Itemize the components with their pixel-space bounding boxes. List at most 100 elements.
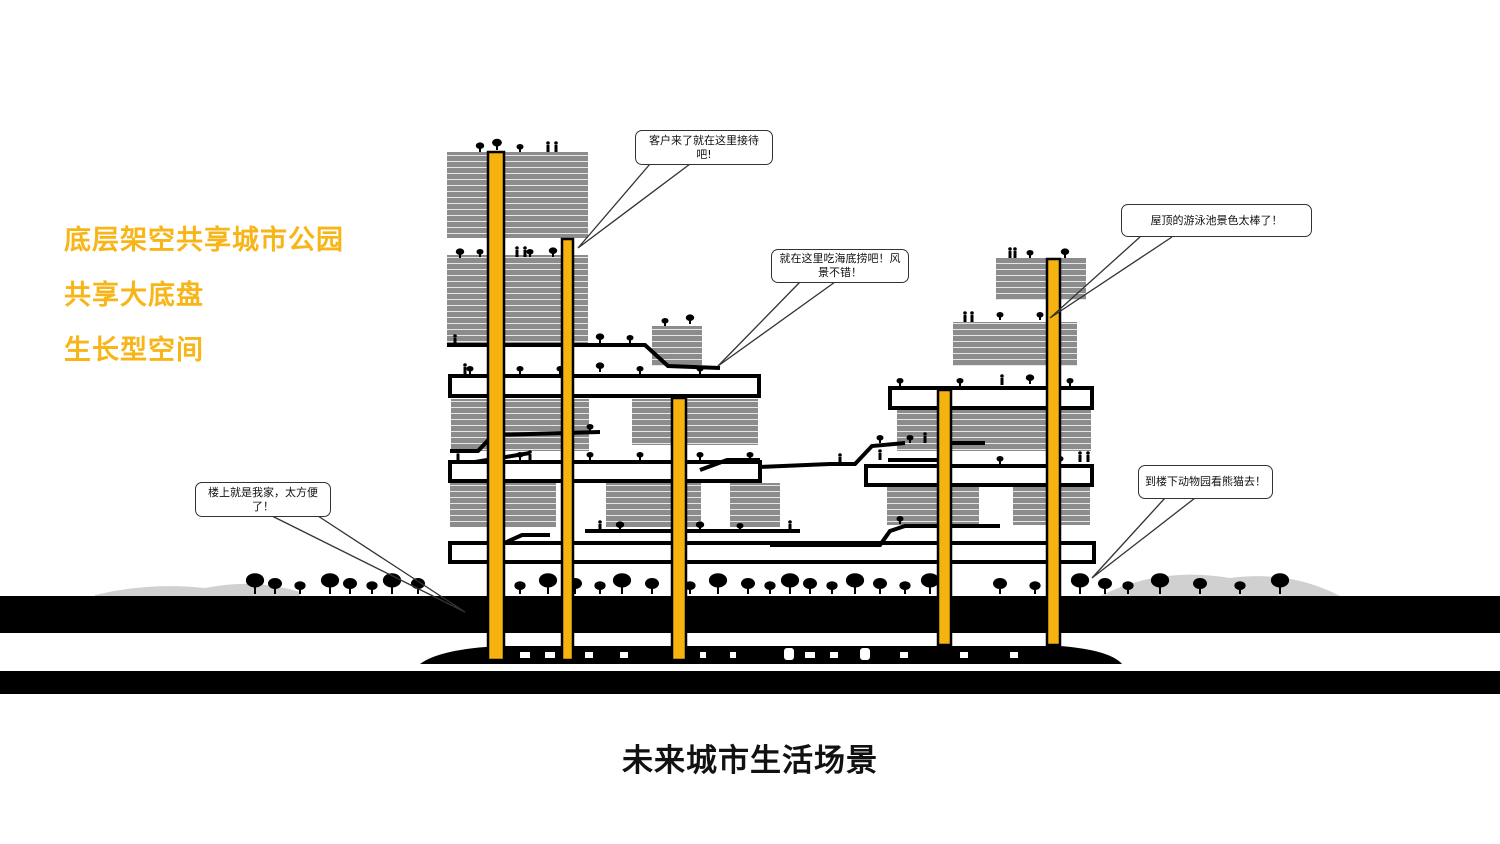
tree-icon [899, 581, 911, 594]
person-icon [878, 449, 882, 460]
tree-icon [1066, 378, 1074, 386]
people-silhouettes [453, 141, 1090, 531]
person-icon [554, 141, 558, 152]
tree-icon [1193, 578, 1207, 594]
person-icon [598, 520, 602, 531]
speech-bubble-pool: 屋顶的游泳池景色太棒了！ [1121, 204, 1312, 237]
person-icon [1086, 451, 1090, 462]
person-icon [1078, 451, 1082, 462]
person-icon [923, 432, 927, 443]
tree-icon [764, 581, 776, 594]
tree-icon [896, 378, 904, 386]
tree-icon [1270, 573, 1290, 594]
tree-icon [1029, 581, 1041, 594]
tree-icon [595, 333, 605, 343]
tree-icon [466, 366, 474, 374]
tree-icon [996, 456, 1004, 464]
tree-icon [661, 318, 669, 326]
tree-icon [920, 573, 940, 594]
tree-icon [366, 581, 378, 594]
tree-icon [612, 573, 632, 594]
tree-icon [636, 452, 644, 460]
tree-icon [876, 435, 884, 443]
tree-icon [896, 516, 904, 524]
tree-icon [492, 138, 502, 150]
tower-blocks [447, 152, 1091, 527]
tree-icon [455, 248, 465, 258]
tree-icon [685, 314, 695, 324]
tree-icon [526, 249, 534, 257]
tree-icon [538, 573, 558, 594]
headline-2: 共享大底盘 [64, 280, 204, 311]
tree-icon [780, 573, 800, 594]
person-icon [523, 246, 527, 257]
tree-icon [595, 362, 605, 372]
tree-icon [594, 581, 606, 594]
speech-bubble-home-text: 楼上就是我家，太方便了！ [208, 485, 318, 513]
tree-icon [645, 578, 659, 594]
tree-icon [343, 578, 357, 594]
tree-icon [514, 581, 526, 594]
tree-icon [1150, 573, 1170, 594]
tree-icon [516, 452, 524, 460]
person-icon [1000, 374, 1004, 385]
tree-icon [746, 452, 754, 460]
speech-bubble-reception: 客户来了就在这里接待吧! [635, 130, 773, 165]
diagram-caption: 未来城市生活场景 [622, 743, 878, 779]
tree-icon [906, 435, 914, 443]
tree-icon [845, 573, 865, 594]
tree-icon [803, 578, 817, 594]
person-icon [1008, 247, 1012, 258]
tree-icon [516, 366, 524, 374]
person-icon [528, 450, 532, 461]
tree-icon [1098, 578, 1112, 594]
tree-icon [382, 573, 402, 594]
tree-icon [475, 142, 485, 152]
tree-icon [956, 378, 964, 386]
tree-icon [826, 581, 838, 594]
tree-icon [1122, 581, 1134, 594]
tree-icon [993, 578, 1007, 594]
person-icon [456, 450, 460, 461]
tree-icon [615, 521, 625, 531]
tree-icon [708, 573, 728, 594]
person-icon [788, 520, 792, 531]
person-icon [453, 334, 457, 345]
headline-1: 底层架空共享城市公园 [64, 225, 344, 256]
tree-icon [548, 247, 558, 257]
tree-icon [741, 578, 755, 594]
person-icon [463, 363, 467, 374]
person-icon [838, 453, 842, 464]
tree-icon [1060, 248, 1070, 258]
tree-icon [636, 366, 644, 374]
tree-icon [1025, 374, 1035, 384]
tree-icon [1234, 581, 1246, 594]
person-icon [963, 311, 967, 322]
tree-icon [1026, 250, 1034, 258]
person-icon [546, 141, 550, 152]
speech-bubble-home: 楼上就是我家，太方便了！ [195, 482, 331, 517]
tree-icon [736, 523, 744, 531]
tree-icon [1036, 312, 1044, 320]
tree-icon [696, 452, 704, 460]
speech-bubble-zoo-text: 到楼下动物园看熊猫去！ [1145, 475, 1266, 488]
bubble-tails [271, 163, 1196, 613]
tree-icon [294, 581, 306, 594]
person-icon [970, 311, 974, 322]
tree-icon [695, 521, 705, 531]
tree-silhouettes [245, 138, 1290, 594]
tree-icon [586, 424, 594, 432]
tree-icon [696, 366, 704, 374]
structural-columns [486, 150, 1062, 662]
tree-icon [996, 312, 1004, 320]
tree-icon [1070, 573, 1090, 594]
tree-icon [268, 578, 282, 594]
person-icon [1013, 247, 1017, 258]
speech-bubble-zoo: 到楼下动物园看熊猫去！ [1138, 465, 1273, 499]
tree-icon [320, 573, 340, 594]
tree-icon [516, 144, 524, 152]
tree-icon [626, 335, 634, 343]
speech-bubble-hotpot: 就在这里吃海底捞吧！风景不错！ [771, 249, 909, 283]
tree-icon [873, 578, 887, 594]
